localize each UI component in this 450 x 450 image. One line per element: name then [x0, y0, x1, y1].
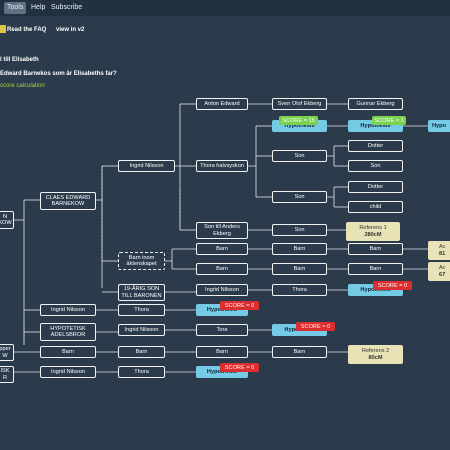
- thora-node[interactable]: Thora: [272, 284, 327, 296]
- ingrid-nilsson-node[interactable]: Ingrid Nilsson: [196, 284, 248, 296]
- score-badge: SCORE = 15: [279, 116, 318, 125]
- ingrid-nilsson-node[interactable]: Ingrid Nilsson: [118, 160, 175, 172]
- barn-node[interactable]: Barn: [118, 346, 165, 358]
- reference-title: Referens 2: [361, 348, 390, 355]
- reference-title: Ac: [439, 244, 446, 251]
- reference-value: 67: [439, 271, 446, 278]
- question-line-2: Edward Barnekos som är Elisabeths far?: [0, 71, 117, 77]
- son-node[interactable]: Son: [272, 150, 327, 162]
- thora-halvsyskon-node[interactable]: Thora halvsyskon: [196, 160, 248, 172]
- barn-inom-aktenskapet-node[interactable]: Barn inom äktenskapet: [118, 252, 165, 270]
- faq-link[interactable]: Read the FAQ: [7, 27, 47, 33]
- question-line-1: l till Elisabeth: [0, 57, 39, 63]
- hypothesis-node[interactable]: Hypo: [428, 120, 450, 132]
- cut-off-person-node[interactable]: ISK R: [0, 366, 14, 383]
- barn-node[interactable]: Barn: [272, 346, 327, 358]
- faq-icon: [0, 25, 6, 33]
- menu-help[interactable]: Help: [31, 4, 46, 11]
- ingrid-nilsson-node[interactable]: Ingrid Nilsson: [118, 324, 165, 336]
- reference-value: 80cM: [368, 354, 383, 361]
- dotter-node[interactable]: Dotter: [348, 181, 403, 193]
- son-node[interactable]: Son: [348, 160, 403, 172]
- barn-node[interactable]: Barn: [348, 263, 403, 275]
- reference-title: Ac: [439, 265, 446, 272]
- reference-node[interactable]: Ac 81: [428, 241, 450, 260]
- reference-1-node[interactable]: Referens 1 280cM: [346, 222, 400, 241]
- score-calculation-link[interactable]: score calculation: [0, 83, 45, 89]
- anton-edward-node[interactable]: Anton Edward: [196, 98, 248, 110]
- score-badge: SCORE = 0: [373, 281, 412, 290]
- claes-edward-barnekow[interactable]: CLAES EDWARD BARNEKOW: [40, 192, 96, 210]
- menu-subscribe[interactable]: Subscribe: [51, 4, 83, 11]
- sven-olof-ekberg-node[interactable]: Sven Olof Ekberg: [272, 98, 327, 110]
- son-node[interactable]: Son: [272, 191, 327, 203]
- barn-node[interactable]: Barn: [196, 346, 248, 358]
- tora-node[interactable]: Tora: [196, 324, 248, 336]
- ingrid-nilsson-node[interactable]: Ingrid Nilsson: [40, 304, 96, 316]
- reference-title: Referens 1: [359, 225, 387, 232]
- root-person[interactable]: N KOW: [0, 211, 14, 229]
- view-v2-link[interactable]: view in v2: [56, 27, 85, 33]
- thora-node[interactable]: Thora: [118, 366, 165, 378]
- reference-node[interactable]: Ac 67: [428, 262, 450, 281]
- barn-node[interactable]: Barn: [272, 243, 327, 255]
- barn-node[interactable]: Barn: [196, 243, 248, 255]
- son-node[interactable]: Son: [272, 224, 327, 236]
- cut-off-person-node[interactable]: pper W: [0, 344, 14, 361]
- barn-node[interactable]: Barn: [40, 346, 96, 358]
- ingrid-nilsson-node[interactable]: Ingrid Nilsson: [40, 366, 96, 378]
- reference-value: 81: [439, 250, 446, 257]
- barn-node[interactable]: Barn: [196, 263, 248, 275]
- score-badge: SCORE = 0: [220, 363, 259, 372]
- score-badge: SCORE = 0: [296, 322, 335, 331]
- son-till-anders-ekberg-node[interactable]: Son till Anders Ekberg: [196, 222, 248, 239]
- score-badge: SCORE = 1: [372, 116, 406, 125]
- reference-2-node[interactable]: Referens 2 80cM: [348, 345, 403, 364]
- hypotetisk-adelsbror-node[interactable]: HYPOTETISK ADELSBROR: [40, 323, 96, 341]
- menu-tools[interactable]: Tools: [4, 2, 27, 14]
- dotter-node[interactable]: Dotter: [348, 140, 403, 152]
- arig-son-node[interactable]: 19-ÅRIG SON TILL BARONEN: [118, 284, 165, 301]
- menu-bar: Tools Help Subscribe: [0, 0, 450, 16]
- thora-node[interactable]: Thora: [118, 304, 165, 316]
- barn-node[interactable]: Barn: [348, 243, 403, 255]
- child-node[interactable]: child: [348, 201, 403, 213]
- barn-node[interactable]: Barn: [272, 263, 327, 275]
- score-badge: SCORE = 0: [220, 301, 259, 310]
- gunnar-ekberg-node[interactable]: Gunnar Ekberg: [348, 98, 403, 110]
- reference-value: 280cM: [364, 231, 382, 238]
